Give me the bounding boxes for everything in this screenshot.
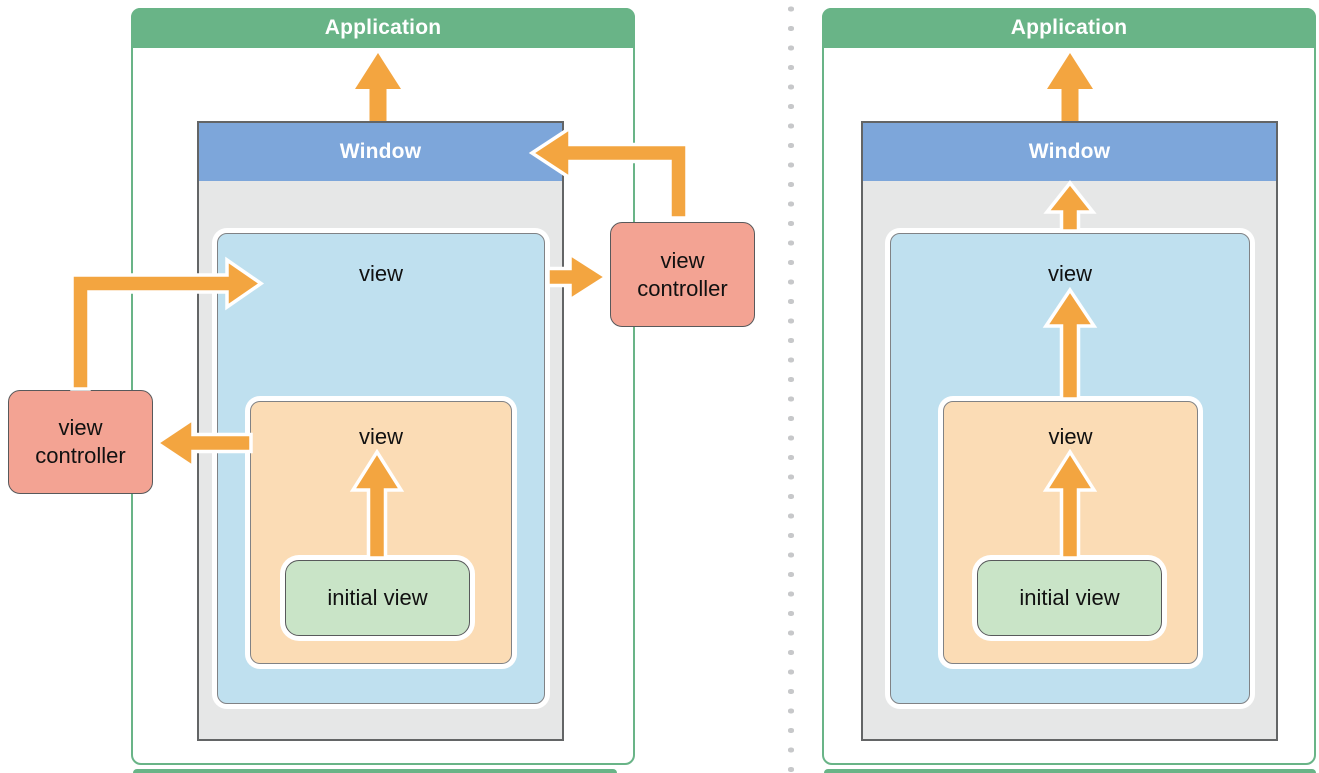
initial-view-right: initial view xyxy=(977,560,1162,636)
initial-view-label-right: initial view xyxy=(1019,585,1120,610)
cropped-bar-right xyxy=(824,769,1316,773)
view-controller-left-label: view controller xyxy=(35,415,126,468)
cropped-bar-left xyxy=(133,769,617,773)
subview-label-left: view xyxy=(358,424,403,449)
window-header-left: Window xyxy=(199,123,562,181)
initial-view-left: initial view xyxy=(285,560,470,636)
application-header-right: Application xyxy=(822,8,1316,48)
view-label-left: view xyxy=(358,261,403,286)
window-label-left: Window xyxy=(339,140,422,163)
window-label-right: Window xyxy=(1028,140,1111,163)
initial-view-label-left: initial view xyxy=(327,585,428,610)
view-controller-right-label: view controller xyxy=(637,247,728,301)
view-label-right: view xyxy=(1047,261,1092,286)
application-label-left: Application xyxy=(324,16,442,39)
subview-label-right: view xyxy=(1048,424,1093,449)
view-controller-left-box: view controller xyxy=(8,390,153,494)
application-header-left: Application xyxy=(131,8,635,48)
application-label-right: Application xyxy=(1010,16,1128,39)
view-controller-right-box: view controller xyxy=(610,222,755,327)
window-header-right: Window xyxy=(863,123,1276,181)
dotted-divider xyxy=(787,0,795,773)
